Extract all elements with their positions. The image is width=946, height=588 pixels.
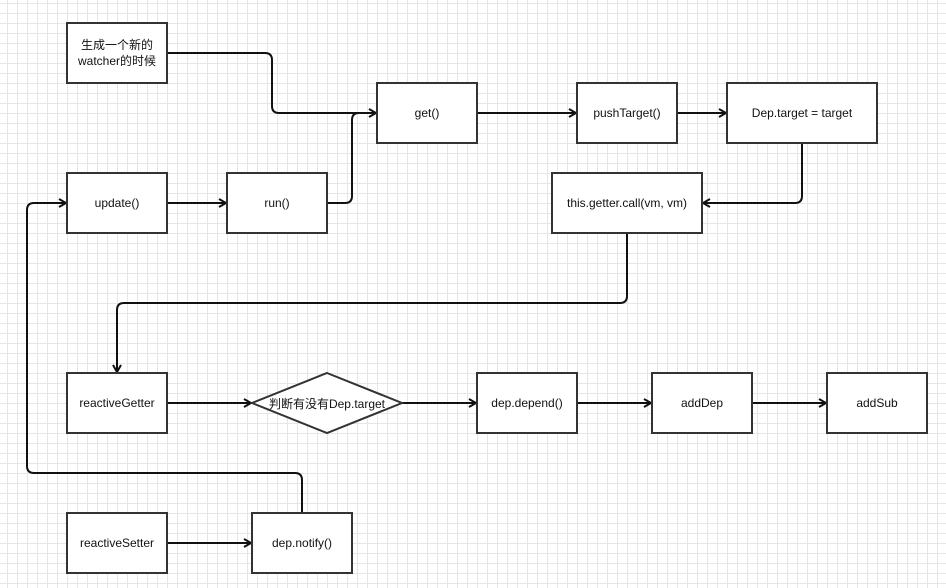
node-new-watcher[interactable]: 生成一个新的 watcher的时候 (66, 22, 168, 84)
node-add-dep[interactable]: addDep (651, 372, 753, 434)
node-dep-notify[interactable]: dep.notify() (251, 512, 353, 574)
edge-run-to-get (327, 112, 376, 204)
node-reactive-setter[interactable]: reactiveSetter (66, 512, 168, 574)
edge-new-watcher-to-get (167, 52, 376, 113)
decision-diamond-shape[interactable] (249, 371, 405, 435)
node-add-sub[interactable]: addSub (826, 372, 928, 434)
node-run[interactable]: run() (226, 172, 328, 234)
node-getter-call[interactable]: this.getter.call(vm, vm) (551, 172, 703, 234)
node-check-dep-target: 判断有没有Dep.target (268, 396, 386, 411)
edge-getter-call-to-reactive-getter (117, 233, 628, 372)
edge-dep-notify-to-update (26, 203, 303, 513)
node-get[interactable]: get() (376, 82, 478, 144)
node-dep-target-assign[interactable]: Dep.target = target (726, 82, 878, 144)
node-push-target[interactable]: pushTarget() (576, 82, 678, 144)
node-update[interactable]: update() (66, 172, 168, 234)
node-reactive-getter[interactable]: reactiveGetter (66, 372, 168, 434)
node-dep-depend[interactable]: dep.depend() (476, 372, 578, 434)
edge-dep-target-to-getter-call (703, 143, 803, 203)
